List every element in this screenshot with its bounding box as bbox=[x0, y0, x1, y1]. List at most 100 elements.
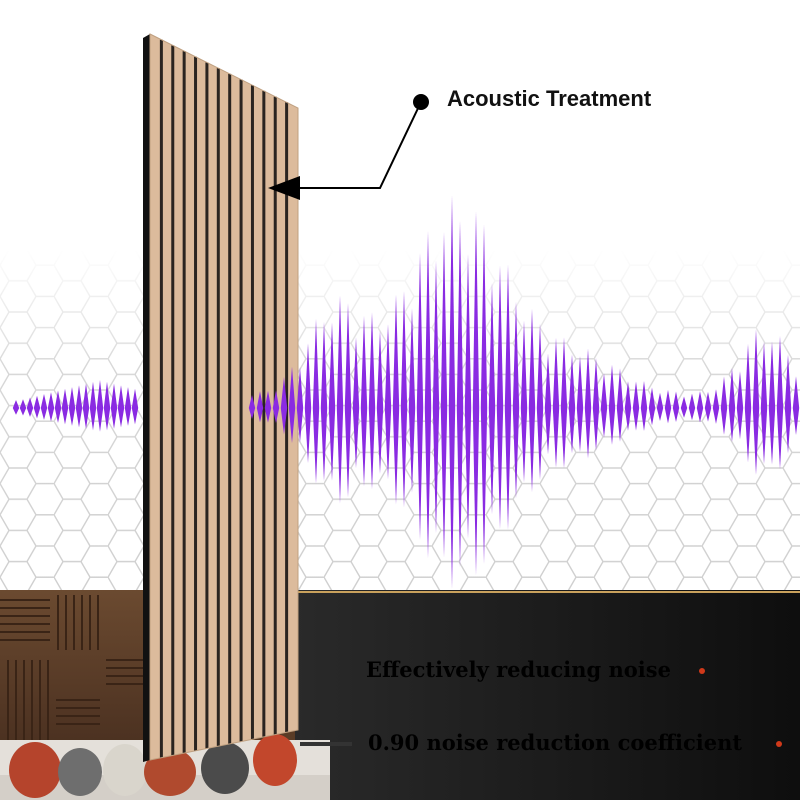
wave-spike bbox=[784, 354, 792, 454]
wave-spike bbox=[536, 323, 544, 480]
bullet-icon bbox=[776, 741, 782, 747]
wave-spike bbox=[304, 343, 312, 464]
sofa bbox=[0, 734, 352, 800]
wave-spike bbox=[696, 391, 704, 423]
wave-spike bbox=[624, 381, 632, 431]
callout-label: Acoustic Treatment bbox=[447, 86, 652, 111]
wave-spike bbox=[792, 376, 800, 435]
feature-text: 0.90 noise reduction coefficient bbox=[368, 730, 743, 755]
wave-spike bbox=[680, 396, 688, 418]
wave-spike bbox=[664, 389, 672, 424]
wave-spike bbox=[103, 381, 111, 431]
wave-spike bbox=[256, 391, 264, 423]
wave-spike bbox=[488, 283, 496, 515]
wave-spike bbox=[776, 336, 784, 470]
wave-spike bbox=[416, 252, 424, 540]
wave-spike bbox=[288, 366, 296, 444]
wave-spike bbox=[40, 394, 48, 420]
wave-spike bbox=[728, 368, 736, 442]
wave-spike bbox=[400, 291, 408, 508]
wave-spike bbox=[632, 381, 640, 431]
sound-wave bbox=[12, 195, 800, 589]
wave-spike bbox=[464, 254, 472, 539]
callout-pointer bbox=[268, 94, 429, 200]
wave-spike bbox=[124, 387, 132, 426]
wave-spike bbox=[19, 399, 27, 416]
wave-spike bbox=[296, 367, 304, 443]
wave-spike bbox=[560, 337, 568, 469]
wave-spike bbox=[47, 392, 55, 422]
wave-spike bbox=[75, 385, 83, 428]
wave-spike bbox=[360, 316, 368, 487]
wave-spike bbox=[656, 392, 664, 421]
wave-spike bbox=[568, 354, 576, 454]
wave-spike bbox=[320, 322, 328, 482]
wave-spike bbox=[344, 303, 352, 498]
wave-spike bbox=[712, 389, 720, 424]
wave-spike bbox=[768, 341, 776, 465]
dark-wall-panel bbox=[290, 590, 800, 800]
wave-spike bbox=[640, 381, 648, 431]
wave-spike bbox=[720, 376, 728, 435]
wave-spike bbox=[54, 390, 62, 423]
wave-spike bbox=[744, 343, 752, 463]
wave-spike bbox=[752, 329, 760, 475]
wave-spike bbox=[33, 395, 41, 419]
wave-spike bbox=[520, 320, 528, 483]
wave-spike bbox=[131, 388, 139, 425]
wave-spike bbox=[408, 308, 416, 493]
wave-spike bbox=[472, 211, 480, 576]
wave-spike bbox=[392, 294, 400, 505]
wave-spike bbox=[110, 383, 118, 429]
wave-spike bbox=[328, 322, 336, 481]
wave-spike bbox=[600, 373, 608, 438]
wave-spike bbox=[424, 231, 432, 559]
wave-spike bbox=[336, 295, 344, 504]
bullet-icon bbox=[699, 668, 705, 674]
wave-spike bbox=[760, 341, 768, 465]
wave-spike bbox=[376, 330, 384, 474]
wave-spike bbox=[528, 308, 536, 493]
wave-spike bbox=[704, 391, 712, 422]
wave-spike bbox=[584, 348, 592, 459]
wave-spike bbox=[496, 265, 504, 530]
wave-spike bbox=[616, 368, 624, 442]
wave-spike bbox=[312, 319, 320, 484]
wave-spike bbox=[512, 301, 520, 499]
wave-spike bbox=[368, 312, 376, 490]
wave-spike bbox=[480, 224, 488, 564]
arrow-pointer-icon bbox=[268, 176, 300, 200]
wave-spike bbox=[352, 337, 360, 469]
wave-spike bbox=[504, 264, 512, 530]
wave-spike bbox=[576, 356, 584, 453]
wave-spike bbox=[96, 380, 104, 432]
wave-spike bbox=[440, 231, 448, 558]
wave-spike bbox=[608, 364, 616, 445]
wave-spike bbox=[448, 195, 456, 589]
wave-spike bbox=[26, 397, 34, 417]
wave-spike bbox=[264, 390, 272, 423]
wave-spike bbox=[12, 400, 20, 415]
wave-spike bbox=[272, 390, 280, 424]
wave-spike bbox=[544, 353, 552, 455]
wave-spike bbox=[117, 385, 125, 428]
wave-spike bbox=[648, 387, 656, 426]
wave-spike bbox=[82, 383, 90, 429]
hexagon-background bbox=[0, 250, 800, 595]
wave-spike bbox=[68, 387, 76, 426]
wave-spike bbox=[688, 393, 696, 421]
wave-spike bbox=[552, 337, 560, 468]
wave-spike bbox=[89, 381, 97, 431]
wave-spike bbox=[248, 395, 256, 420]
wave-spike bbox=[736, 371, 744, 440]
wave-spike bbox=[592, 357, 600, 451]
wave-spike bbox=[672, 391, 680, 422]
wave-spike bbox=[432, 260, 440, 534]
wave-spike bbox=[61, 388, 69, 425]
wave-spike bbox=[456, 220, 464, 568]
wave-spike bbox=[280, 376, 288, 435]
feature-text: Effectively reducing noise bbox=[366, 657, 671, 682]
wave-spike bbox=[384, 324, 392, 480]
